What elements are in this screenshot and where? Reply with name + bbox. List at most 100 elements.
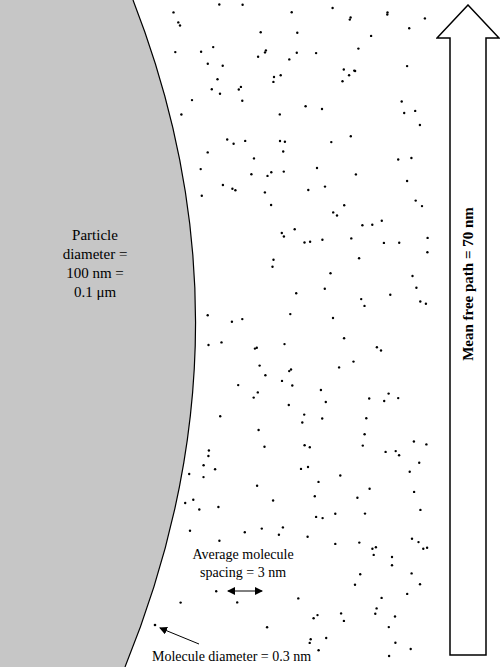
gas-molecule — [282, 150, 284, 152]
gas-molecule — [348, 74, 350, 76]
gas-molecule — [300, 468, 302, 470]
gas-molecule — [386, 13, 388, 15]
gas-molecule — [231, 188, 233, 190]
gas-molecule — [418, 462, 420, 464]
gas-molecule — [329, 272, 331, 274]
gas-molecule — [362, 444, 364, 446]
gas-molecule — [371, 224, 373, 226]
gas-molecule — [314, 495, 316, 497]
gas-molecule — [332, 211, 334, 213]
gas-molecule — [202, 476, 204, 478]
gas-molecule — [381, 220, 383, 222]
gas-molecule — [316, 614, 318, 616]
gas-molecule — [273, 76, 275, 78]
gas-molecule — [241, 318, 243, 320]
gas-molecule — [219, 415, 221, 417]
gas-molecule — [356, 497, 358, 499]
gas-molecule — [201, 195, 203, 197]
gas-molecule — [244, 140, 246, 142]
gas-molecule — [200, 168, 202, 170]
gas-molecule — [334, 543, 336, 545]
gas-molecule — [253, 157, 255, 159]
particle-shape-outline — [0, 0, 200, 667]
gas-molecule — [304, 105, 306, 107]
gas-molecule — [397, 397, 399, 399]
gas-molecule — [283, 343, 285, 345]
gas-molecule — [211, 88, 213, 90]
gas-molecule — [283, 235, 285, 237]
gas-molecule — [309, 642, 311, 644]
gas-molecule — [236, 601, 238, 603]
gas-molecule — [410, 572, 412, 574]
gas-molecule — [257, 429, 259, 431]
gas-molecule — [376, 346, 378, 348]
gas-molecule — [386, 11, 388, 13]
gas-molecule — [265, 49, 267, 51]
gas-molecule — [387, 392, 389, 394]
gas-molecule — [354, 70, 356, 72]
gas-molecule — [179, 24, 181, 26]
gas-molecule — [343, 337, 345, 339]
gas-molecule — [278, 534, 280, 536]
gas-molecule — [296, 52, 298, 54]
gas-molecule — [343, 204, 345, 206]
gas-molecule — [212, 46, 214, 48]
gas-molecule — [306, 536, 308, 538]
gas-molecule — [257, 56, 259, 58]
gas-molecule — [284, 141, 286, 143]
gas-molecule — [172, 11, 174, 13]
gas-molecule — [341, 80, 343, 82]
gas-molecule — [241, 100, 243, 102]
gas-molecule — [310, 638, 312, 640]
gas-molecule — [271, 266, 273, 268]
gas-molecule — [425, 443, 427, 445]
gas-molecule — [324, 288, 326, 290]
gas-molecule — [280, 74, 282, 76]
gas-molecule — [358, 541, 360, 543]
gas-molecule — [254, 347, 256, 349]
gas-molecule — [357, 47, 359, 49]
particle-shape: Particle diameter = 100 nm = 0.1 μm — [0, 0, 200, 667]
gas-molecule — [266, 626, 268, 628]
gas-molecule — [388, 655, 390, 657]
gas-molecule — [198, 508, 200, 510]
gas-molecule — [411, 538, 413, 540]
gas-molecule — [260, 31, 262, 33]
gas-molecule — [388, 626, 390, 628]
gas-molecule — [291, 384, 293, 386]
gas-molecule — [398, 242, 400, 244]
gas-molecule — [179, 601, 181, 603]
gas-molecule — [297, 597, 299, 599]
gas-molecule — [380, 597, 382, 599]
gas-molecule — [403, 112, 405, 114]
gas-molecule — [324, 185, 326, 187]
gas-molecule — [391, 564, 393, 566]
gas-molecule — [208, 449, 210, 451]
gas-molecule — [370, 35, 372, 37]
gas-molecule — [406, 593, 408, 595]
gas-molecule — [340, 612, 342, 614]
gas-molecule — [219, 93, 221, 95]
gas-molecule — [226, 138, 228, 140]
gas-molecule — [207, 63, 209, 65]
gas-molecule — [217, 506, 219, 508]
gas-molecule — [419, 300, 421, 302]
gas-molecule — [409, 471, 411, 473]
gas-molecule — [426, 251, 428, 253]
gas-molecules — [172, 3, 429, 657]
gas-molecule — [192, 499, 194, 501]
gas-molecule — [234, 189, 236, 191]
gas-molecule — [411, 275, 413, 277]
gas-molecule — [325, 637, 327, 639]
gas-molecule — [272, 499, 274, 501]
gas-molecule — [359, 573, 361, 575]
gas-molecule — [408, 27, 410, 29]
gas-molecule — [398, 454, 400, 456]
gas-molecule — [371, 548, 373, 550]
gas-molecule — [291, 11, 293, 13]
gas-molecule — [207, 344, 209, 346]
gas-molecule — [218, 3, 220, 5]
molecule-size-label: Molecule diameter = 0.3 nm — [152, 648, 311, 666]
gas-molecule — [426, 237, 428, 239]
gas-molecule — [263, 446, 265, 448]
